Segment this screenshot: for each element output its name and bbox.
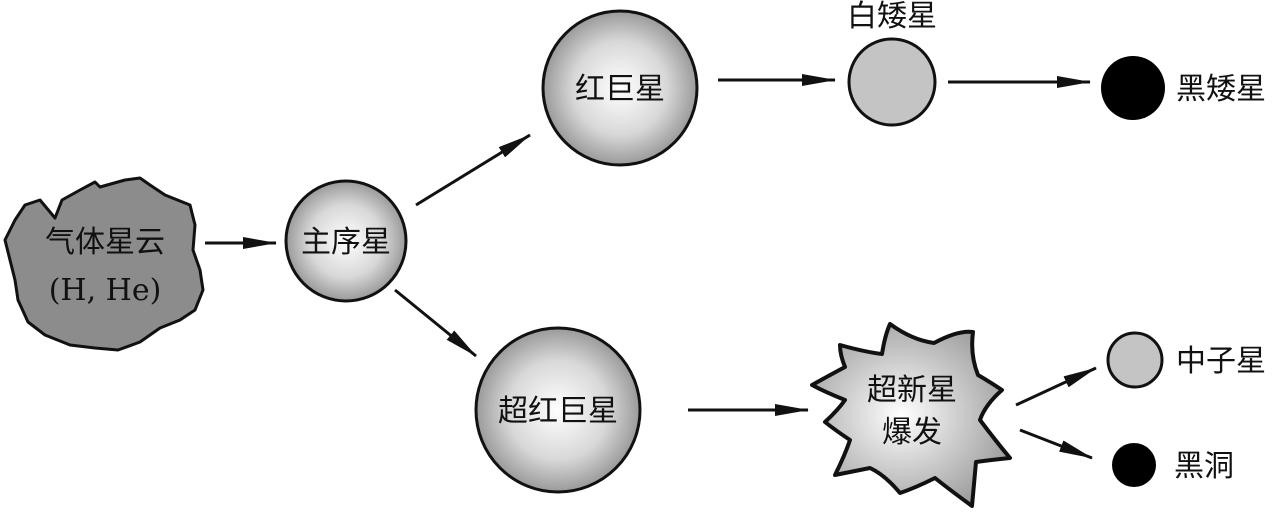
black-dwarf-label: 黑矮星	[1176, 72, 1266, 107]
nebula-cloud-shape	[3, 176, 205, 352]
main-sequence-star: 主序星	[284, 179, 408, 303]
neutron-star: 中子星	[1106, 331, 1266, 389]
nebula-composition-label: (H, He)	[49, 273, 162, 308]
arrow-supernova-to-neutron-star	[1015, 366, 1097, 407]
main-sequence-label: 主序星	[301, 225, 391, 260]
supernova-label-explosion: 爆发	[882, 415, 942, 450]
black-hole: 黑洞	[1112, 443, 1234, 487]
white-dwarf-label: 白矮星	[847, 0, 937, 34]
red-giant-label: 红巨星	[575, 72, 665, 107]
red-giant: 红巨星	[541, 9, 699, 167]
black-hole-label: 黑洞	[1174, 449, 1234, 484]
supernova-burst-shape	[810, 322, 1012, 508]
supernova-explosion: 超新星 爆发	[810, 322, 1012, 508]
super-red-giant-label: 超红巨星	[498, 394, 618, 429]
arrow-main-sequence-to-super-red-giant	[394, 288, 477, 358]
arrows	[205, 74, 1097, 460]
gas-nebula: 气体星云 (H, He)	[3, 176, 205, 352]
black-dwarf: 黑矮星	[1101, 56, 1266, 120]
arrow-main-sequence-to-red-giant	[415, 133, 531, 207]
supernova-label: 超新星	[867, 373, 957, 408]
super-red-giant: 超红巨星	[474, 326, 642, 494]
white-dwarf: 白矮星	[847, 0, 937, 127]
arrow-supernova-to-black-hole	[1019, 428, 1093, 460]
nebula-label: 气体星云	[45, 225, 165, 260]
neutron-star-label: 中子星	[1176, 344, 1266, 379]
